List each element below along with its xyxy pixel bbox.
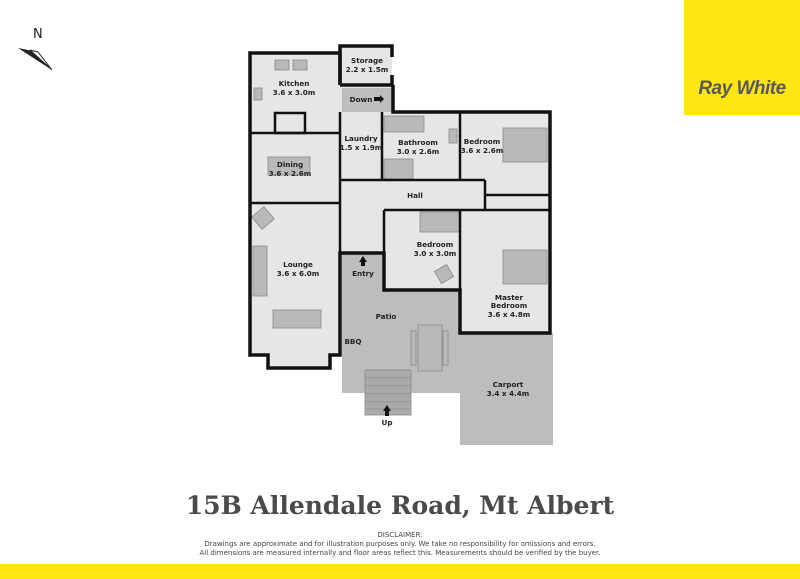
svg-text:Bedroom: Bedroom: [491, 301, 527, 310]
svg-text:Lounge: Lounge: [283, 260, 313, 269]
svg-text:Up: Up: [382, 418, 393, 427]
walls: [248, 44, 552, 370]
svg-text:1.5 x 1.9m: 1.5 x 1.9m: [340, 143, 383, 152]
svg-text:Bedroom: Bedroom: [464, 137, 500, 146]
svg-text:3.0 x 3.0m: 3.0 x 3.0m: [414, 249, 457, 258]
svg-text:Storage: Storage: [351, 56, 383, 65]
svg-text:Hall: Hall: [407, 191, 423, 200]
svg-text:Kitchen: Kitchen: [279, 79, 310, 88]
property-address: 15B Allendale Road, Mt Albert: [185, 491, 615, 520]
logo-text: Ray White: [698, 78, 786, 99]
furniture: [251, 59, 548, 372]
svg-text:3.0 x 2.6m: 3.0 x 2.6m: [397, 147, 440, 156]
svg-text:Patio: Patio: [376, 312, 397, 321]
svg-text:Laundry: Laundry: [344, 134, 377, 143]
carport-area: [460, 333, 553, 445]
down-arrow-icon: [374, 95, 384, 103]
stairs-down: [342, 88, 393, 112]
footer-bar: [0, 564, 800, 579]
svg-text:Dining: Dining: [277, 160, 303, 169]
north-arrow-icon: N: [18, 27, 53, 71]
svg-text:3.4 x 4.4m: 3.4 x 4.4m: [487, 389, 530, 398]
svg-text:Master: Master: [495, 293, 524, 302]
disclaimer-line-1: Drawings are approximate and for illustr…: [204, 540, 596, 548]
up-arrow-icon: [383, 405, 391, 416]
svg-text:3.6 x 2.6m: 3.6 x 2.6m: [269, 169, 312, 178]
ray-white-logo: Ray White: [684, 0, 800, 115]
svg-text:N: N: [33, 27, 43, 42]
svg-text:Down: Down: [350, 95, 373, 104]
svg-text:3.6 x 2.6m: 3.6 x 2.6m: [461, 146, 504, 155]
svg-text:3.6 x 3.0m: 3.6 x 3.0m: [273, 88, 316, 97]
svg-text:BBQ: BBQ: [344, 337, 361, 346]
svg-text:Carport: Carport: [493, 380, 524, 389]
disclaimer-line-2: All dimensions are measured internally a…: [199, 549, 601, 557]
svg-text:Bathroom: Bathroom: [398, 138, 438, 147]
svg-text:3.6 x 4.8m: 3.6 x 4.8m: [488, 310, 531, 319]
svg-text:Entry: Entry: [352, 269, 374, 278]
svg-text:2.2 x 1.5m: 2.2 x 1.5m: [346, 65, 389, 74]
svg-text:3.6 x 6.0m: 3.6 x 6.0m: [277, 269, 320, 278]
entry-arrow-icon: [359, 256, 367, 266]
disclaimer-title: DISCLAIMER:: [377, 531, 423, 539]
svg-text:Bedroom: Bedroom: [417, 240, 453, 249]
